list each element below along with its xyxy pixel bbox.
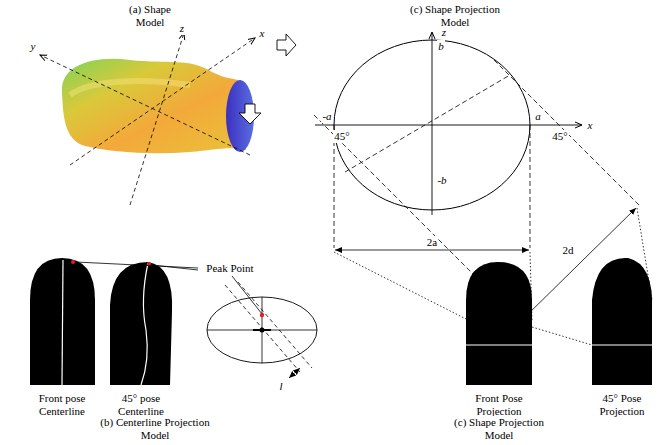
caption-label: Front Pose Projection [458,392,540,417]
centerline [141,263,148,385]
panel-title: (c) Shape Projection Model [443,416,555,441]
angle-label: 45° [551,130,568,143]
angled-pose-projection [592,258,652,385]
axis-label: -b [436,174,447,187]
dimension-label: 2a [426,236,438,249]
axis-label: a [534,110,542,123]
axis-label: -a [321,110,332,123]
angle-label: 45° [333,130,350,143]
axis-label: x [259,27,266,40]
hollow-arrow [239,104,261,124]
panel-title: (a) Shape Model [114,3,186,28]
front-pose-silhouette [30,258,95,385]
cut-line [466,344,532,345]
axis-label: z [179,22,185,35]
caption-label: 45° Pose Projection [585,392,659,417]
leader-lines [76,262,262,314]
peak-point [71,260,75,264]
caption-label: 45° pose Centerline [105,392,177,417]
axis-label: z [441,26,447,39]
dimension-label: l [278,380,283,393]
cut-line [592,344,652,345]
centerline [62,260,63,385]
axis-label: x [587,119,594,132]
panel-title: (c) Shape Projection Model [399,3,511,28]
cross-section [207,282,317,378]
shape-model [62,59,254,153]
hollow-arrow [277,34,296,56]
angled-pose-silhouette [110,262,172,385]
panel-title: (b) Centerline Projection Model [99,416,211,441]
front-pose-projection [466,262,532,385]
model-axes [40,33,255,205]
callout-label: Peak Point [205,262,254,275]
dimension-label: 2d [562,244,575,257]
axis-label: b [437,40,445,53]
axis-label: y [30,40,37,53]
caption-label: Front pose Centerline [26,392,98,417]
